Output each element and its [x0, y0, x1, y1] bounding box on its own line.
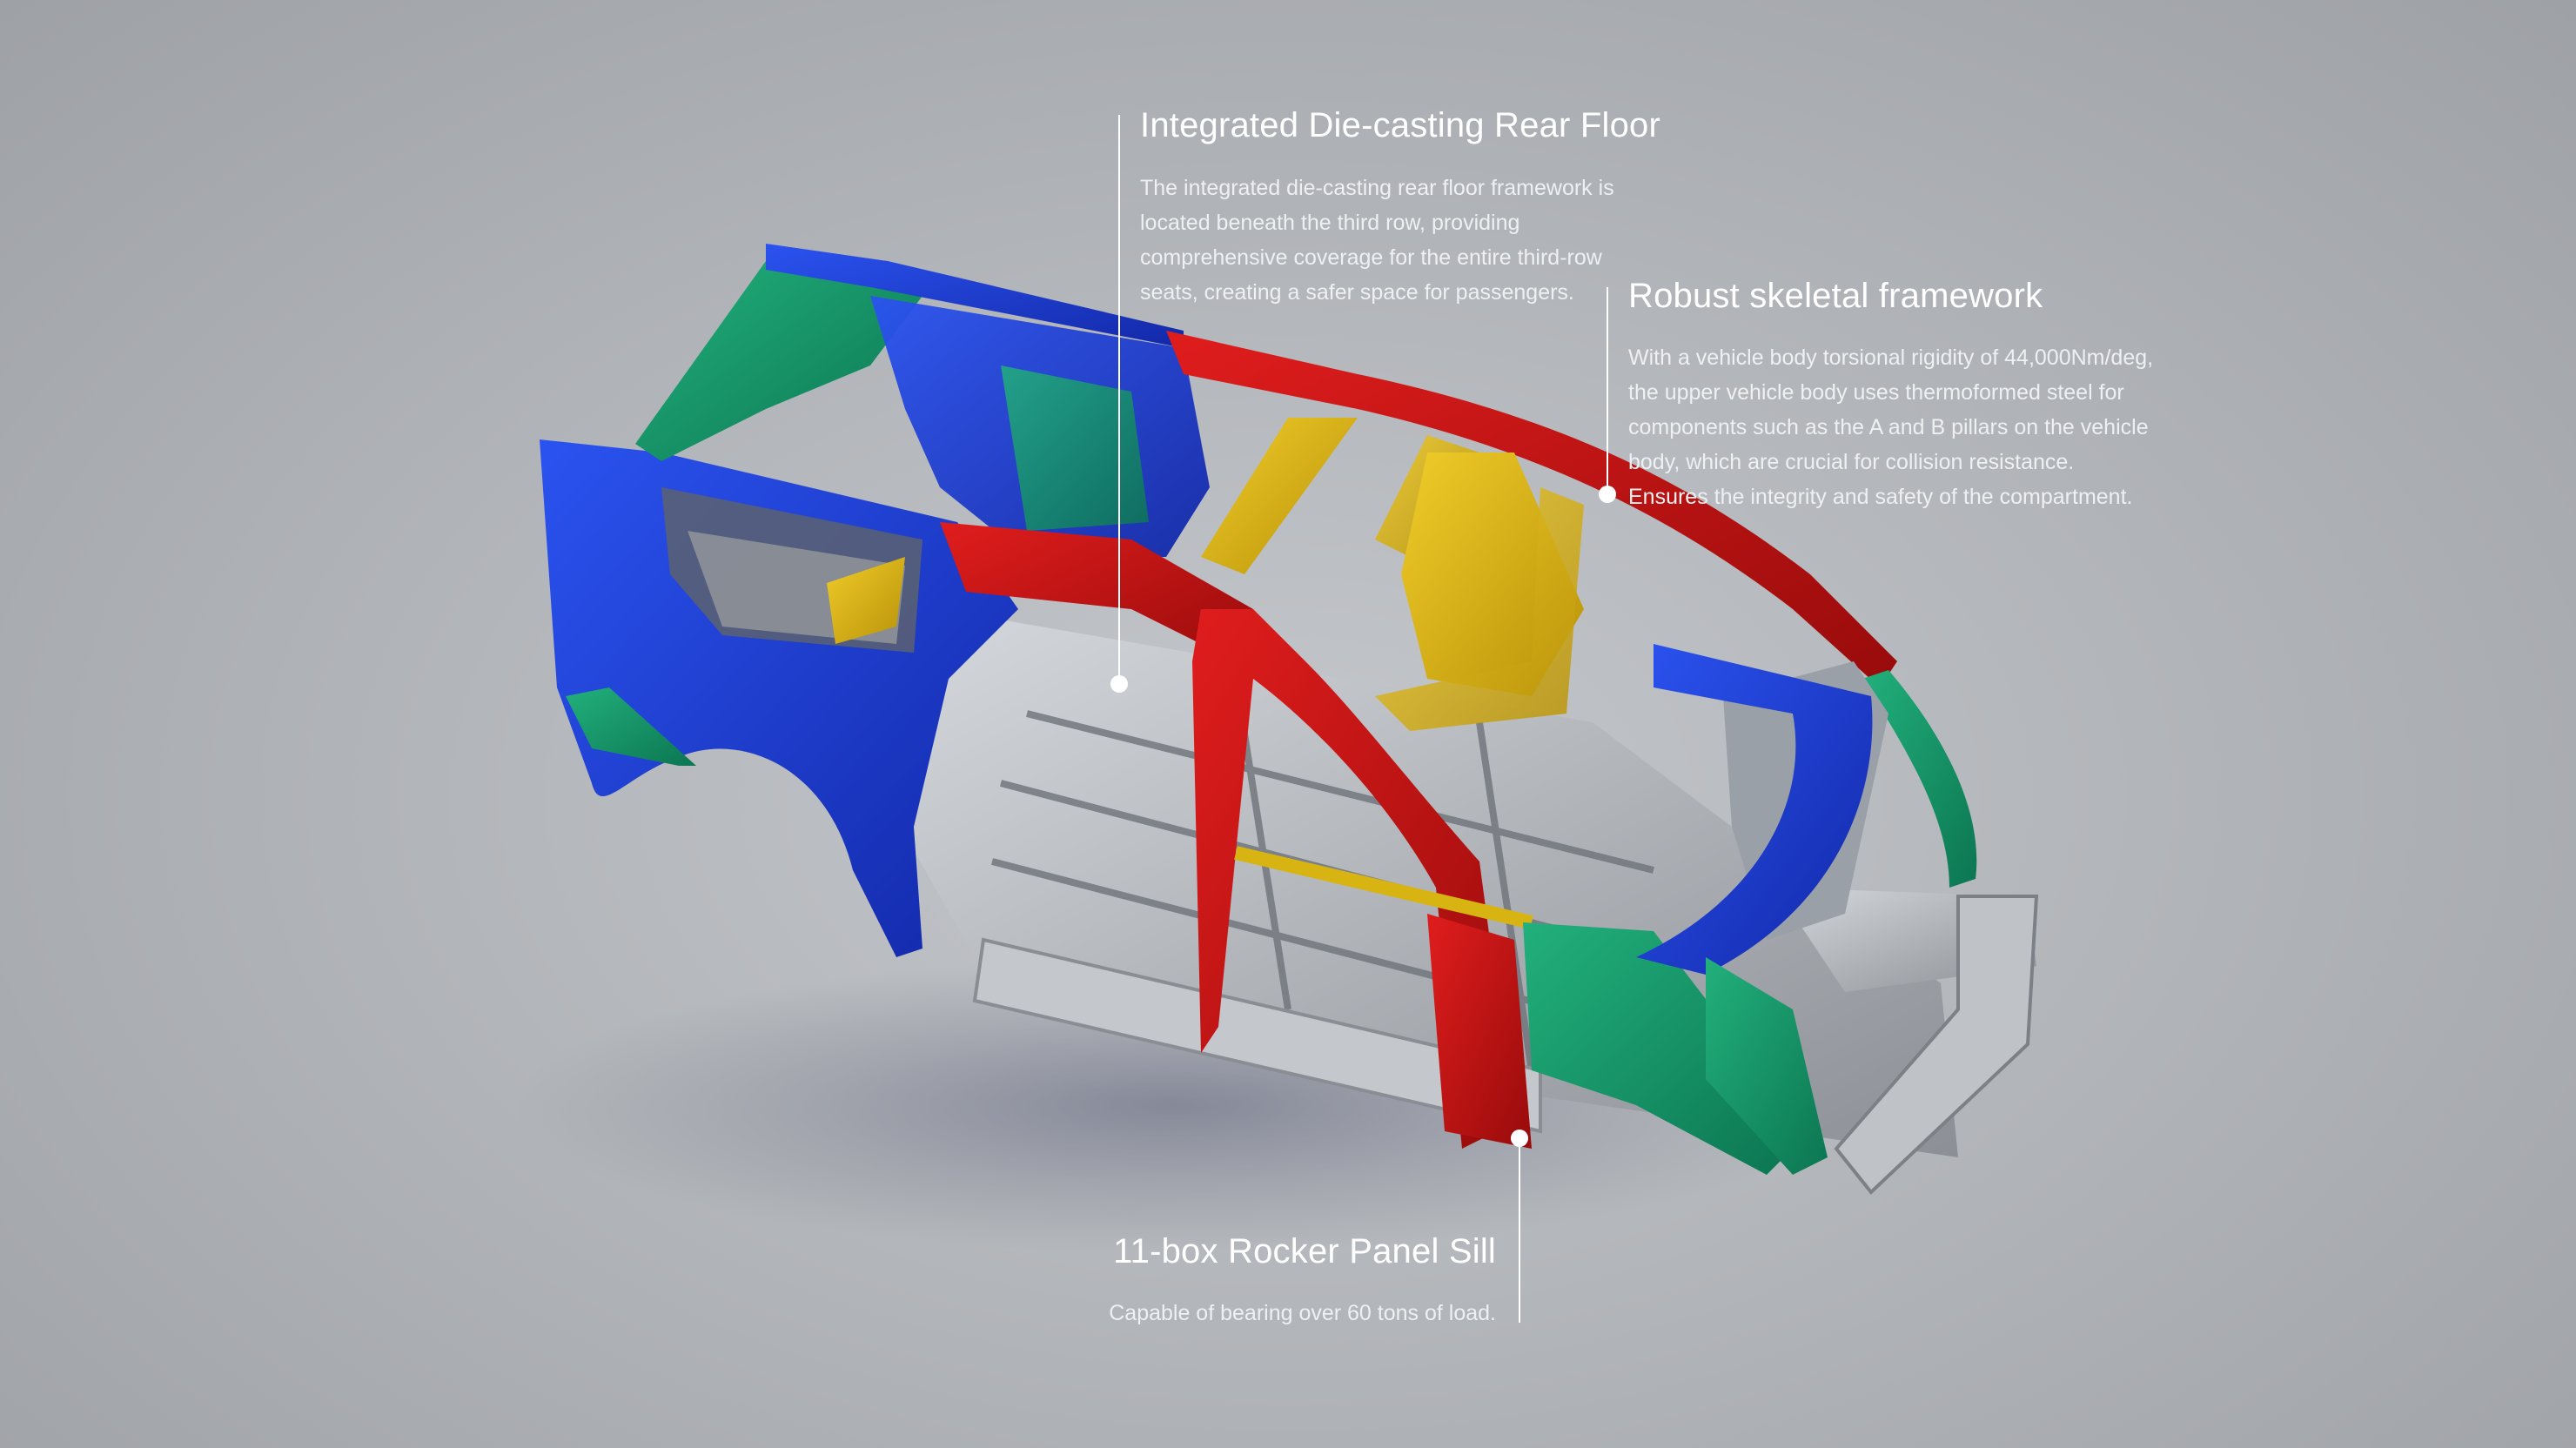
skeletal-title: Robust skeletal framework	[1628, 277, 2043, 315]
rear-floor-line-4: seats, creating a safer space for passen…	[1140, 280, 1574, 305]
front-bumper-beam	[1834, 895, 2039, 1195]
rear-green-inner	[1001, 365, 1149, 531]
skeletal-line-4: body, which are crucial for collision re…	[1628, 450, 2075, 474]
rocker-marker-dot	[1511, 1130, 1528, 1147]
skeletal-line-3: components such as the A and B pillars o…	[1628, 415, 2149, 439]
skeletal-line-1: With a vehicle body torsional rigidity o…	[1628, 345, 2154, 370]
roof-cross-member	[1201, 418, 1358, 574]
skeletal-description: With a vehicle body torsional rigidity o…	[1628, 340, 2153, 514]
rear-floor-marker-dot	[1110, 675, 1128, 693]
rocker-description: Capable of bearing over 60 tons of load.	[1109, 1296, 1496, 1331]
skeletal-marker-dot	[1599, 486, 1616, 503]
skeletal-line-2: the upper vehicle body uses thermoformed…	[1628, 380, 2124, 405]
rear-floor-description: The integrated die-casting rear floor fr…	[1140, 171, 1614, 310]
rocker-sill	[972, 937, 1542, 1134]
rear-yellow-brace	[827, 557, 905, 644]
lower-cross-bar	[1234, 846, 1533, 929]
skeletal-line-5: Ensures the integrity and safety of the …	[1628, 485, 2133, 509]
a-pillar-lower	[1427, 914, 1532, 1149]
rear-floor-line-2: located beneath the third row, providing	[1140, 211, 1520, 235]
rear-floor-leader-line	[1118, 115, 1120, 682]
front-arch-blue	[1636, 644, 1873, 975]
rear-floor-line-1: The integrated die-casting rear floor fr…	[1140, 176, 1614, 200]
front-shock-tower	[1523, 922, 1793, 1175]
skeletal-leader-line	[1607, 287, 1608, 493]
rear-floor-line-3: comprehensive coverage for the entire th…	[1140, 245, 1602, 270]
front-green-strut	[1706, 957, 1828, 1175]
rocker-title: 11-box Rocker Panel Sill	[1113, 1232, 1496, 1270]
rear-floor-title: Integrated Die-casting Rear Floor	[1140, 106, 1660, 144]
c-pillar	[940, 522, 1253, 670]
rear-roof-panel	[635, 261, 922, 461]
rear-roof-rail	[766, 244, 1184, 348]
front-door-ring-yellow	[1375, 487, 1584, 731]
rocker-line-1: Capable of bearing over 60 tons of load.	[1109, 1301, 1496, 1325]
roof-rail	[1166, 331, 1897, 687]
rocker-leader-line	[1519, 1138, 1520, 1323]
front-upper-rail	[1862, 670, 1977, 888]
rear-lower-green	[566, 687, 696, 766]
